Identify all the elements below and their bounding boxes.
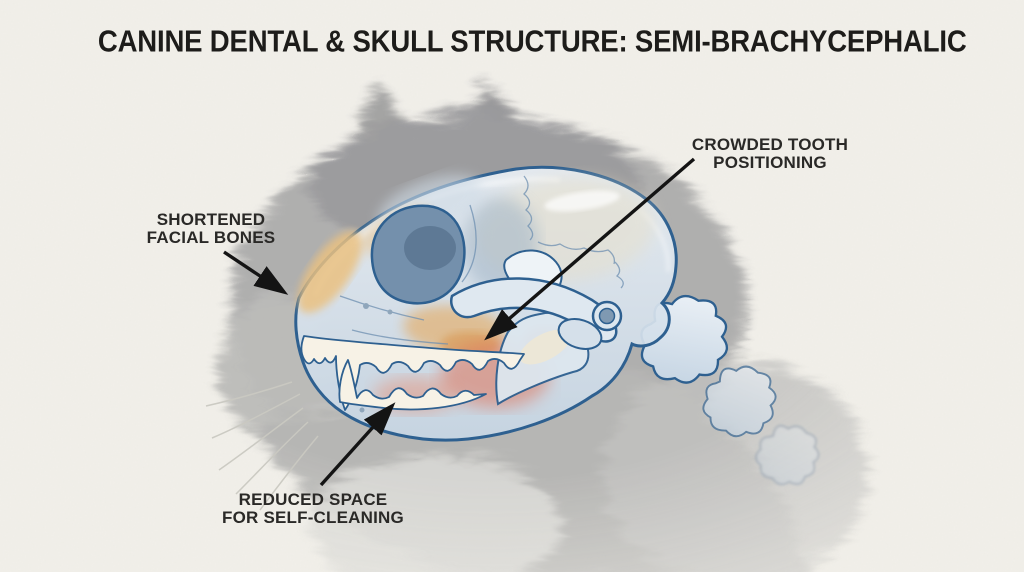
page-title: CANINE DENTAL & SKULL STRUCTURE: SEMI-BR… — [97, 25, 967, 59]
arrow-reduced-space — [319, 402, 396, 487]
suture-lines — [339, 175, 624, 345]
annotation-arrows — [223, 157, 696, 487]
label-crowded-tooth-positioning: CROWDED TOOTH POSITIONING — [660, 136, 880, 172]
cat-shoulder — [600, 356, 864, 572]
arrow-crowded-tooth-positioning — [484, 157, 696, 341]
arrow-shortened-facial-bones — [223, 250, 289, 295]
ear-canal — [557, 300, 623, 350]
whiskers — [205, 381, 319, 511]
label-line: FOR SELF-CLEANING — [222, 508, 404, 527]
label-line: REDUCED SPACE — [238, 490, 388, 509]
skull-overlay — [294, 165, 678, 442]
label-shortened-facial-bones: SHORTENED FACIAL BONES — [111, 211, 311, 247]
label-line: CROWDED TOOTH — [691, 135, 849, 154]
label-line: POSITIONING — [713, 153, 827, 172]
teeth-upper — [300, 335, 525, 411]
label-line: SHORTENED — [156, 210, 266, 229]
label-line: FACIAL BONES — [146, 228, 276, 247]
label-reduced-space-for-self-cleaning: REDUCED SPACE FOR SELF-CLEANING — [203, 491, 423, 527]
teeth-lower — [338, 359, 487, 411]
